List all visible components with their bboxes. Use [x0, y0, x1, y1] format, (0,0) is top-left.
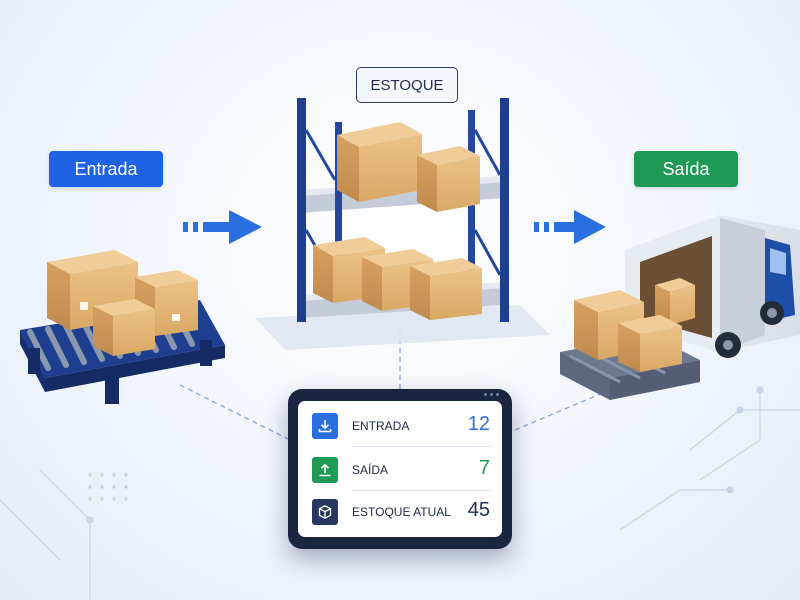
- inventory-dashboard: ENTRADA 12 SAÍDA 7 ESTOQUE ATUAL 45: [288, 389, 512, 549]
- circuit-decoration: [0, 386, 800, 600]
- dashboard-row-label: SAÍDA: [352, 463, 389, 477]
- shelf-boxes: [313, 122, 482, 320]
- inbound-label: Entrada: [49, 151, 163, 187]
- outbound-boxes: [574, 290, 682, 372]
- dashboard-row-entrada: ENTRADA 12: [298, 405, 502, 447]
- dashboard-row-saida: SAÍDA 7: [298, 449, 502, 491]
- camera-dot-icon: [484, 393, 487, 396]
- dashboard-row-value: 45: [467, 499, 490, 521]
- arrow-inbound-icon: [183, 210, 262, 244]
- download-icon: [312, 413, 338, 439]
- dashboard-row-value: 12: [467, 413, 490, 435]
- dashboard-screen: ENTRADA 12 SAÍDA 7 ESTOQUE ATUAL 45: [298, 401, 502, 537]
- stock-label: ESTOQUE: [356, 67, 458, 103]
- inbound-boxes: [47, 250, 198, 356]
- arrow-outbound-icon: [534, 210, 606, 244]
- upload-icon: [312, 457, 338, 483]
- row-divider: [352, 490, 492, 491]
- dashboard-row-value: 7: [478, 457, 490, 479]
- dot-grid-decoration: [88, 473, 128, 501]
- camera-dot-icon: [490, 393, 493, 396]
- box-icon: [312, 499, 338, 525]
- outbound-label: Saída: [634, 151, 738, 187]
- dashboard-row-label: ENTRADA: [352, 419, 410, 433]
- dashboard-row-label: ESTOQUE ATUAL: [352, 505, 451, 519]
- camera-dot-icon: [496, 393, 499, 396]
- delivery-truck: [625, 215, 800, 358]
- row-divider: [352, 446, 492, 447]
- dashboard-row-estoque-atual: ESTOQUE ATUAL 45: [298, 491, 502, 531]
